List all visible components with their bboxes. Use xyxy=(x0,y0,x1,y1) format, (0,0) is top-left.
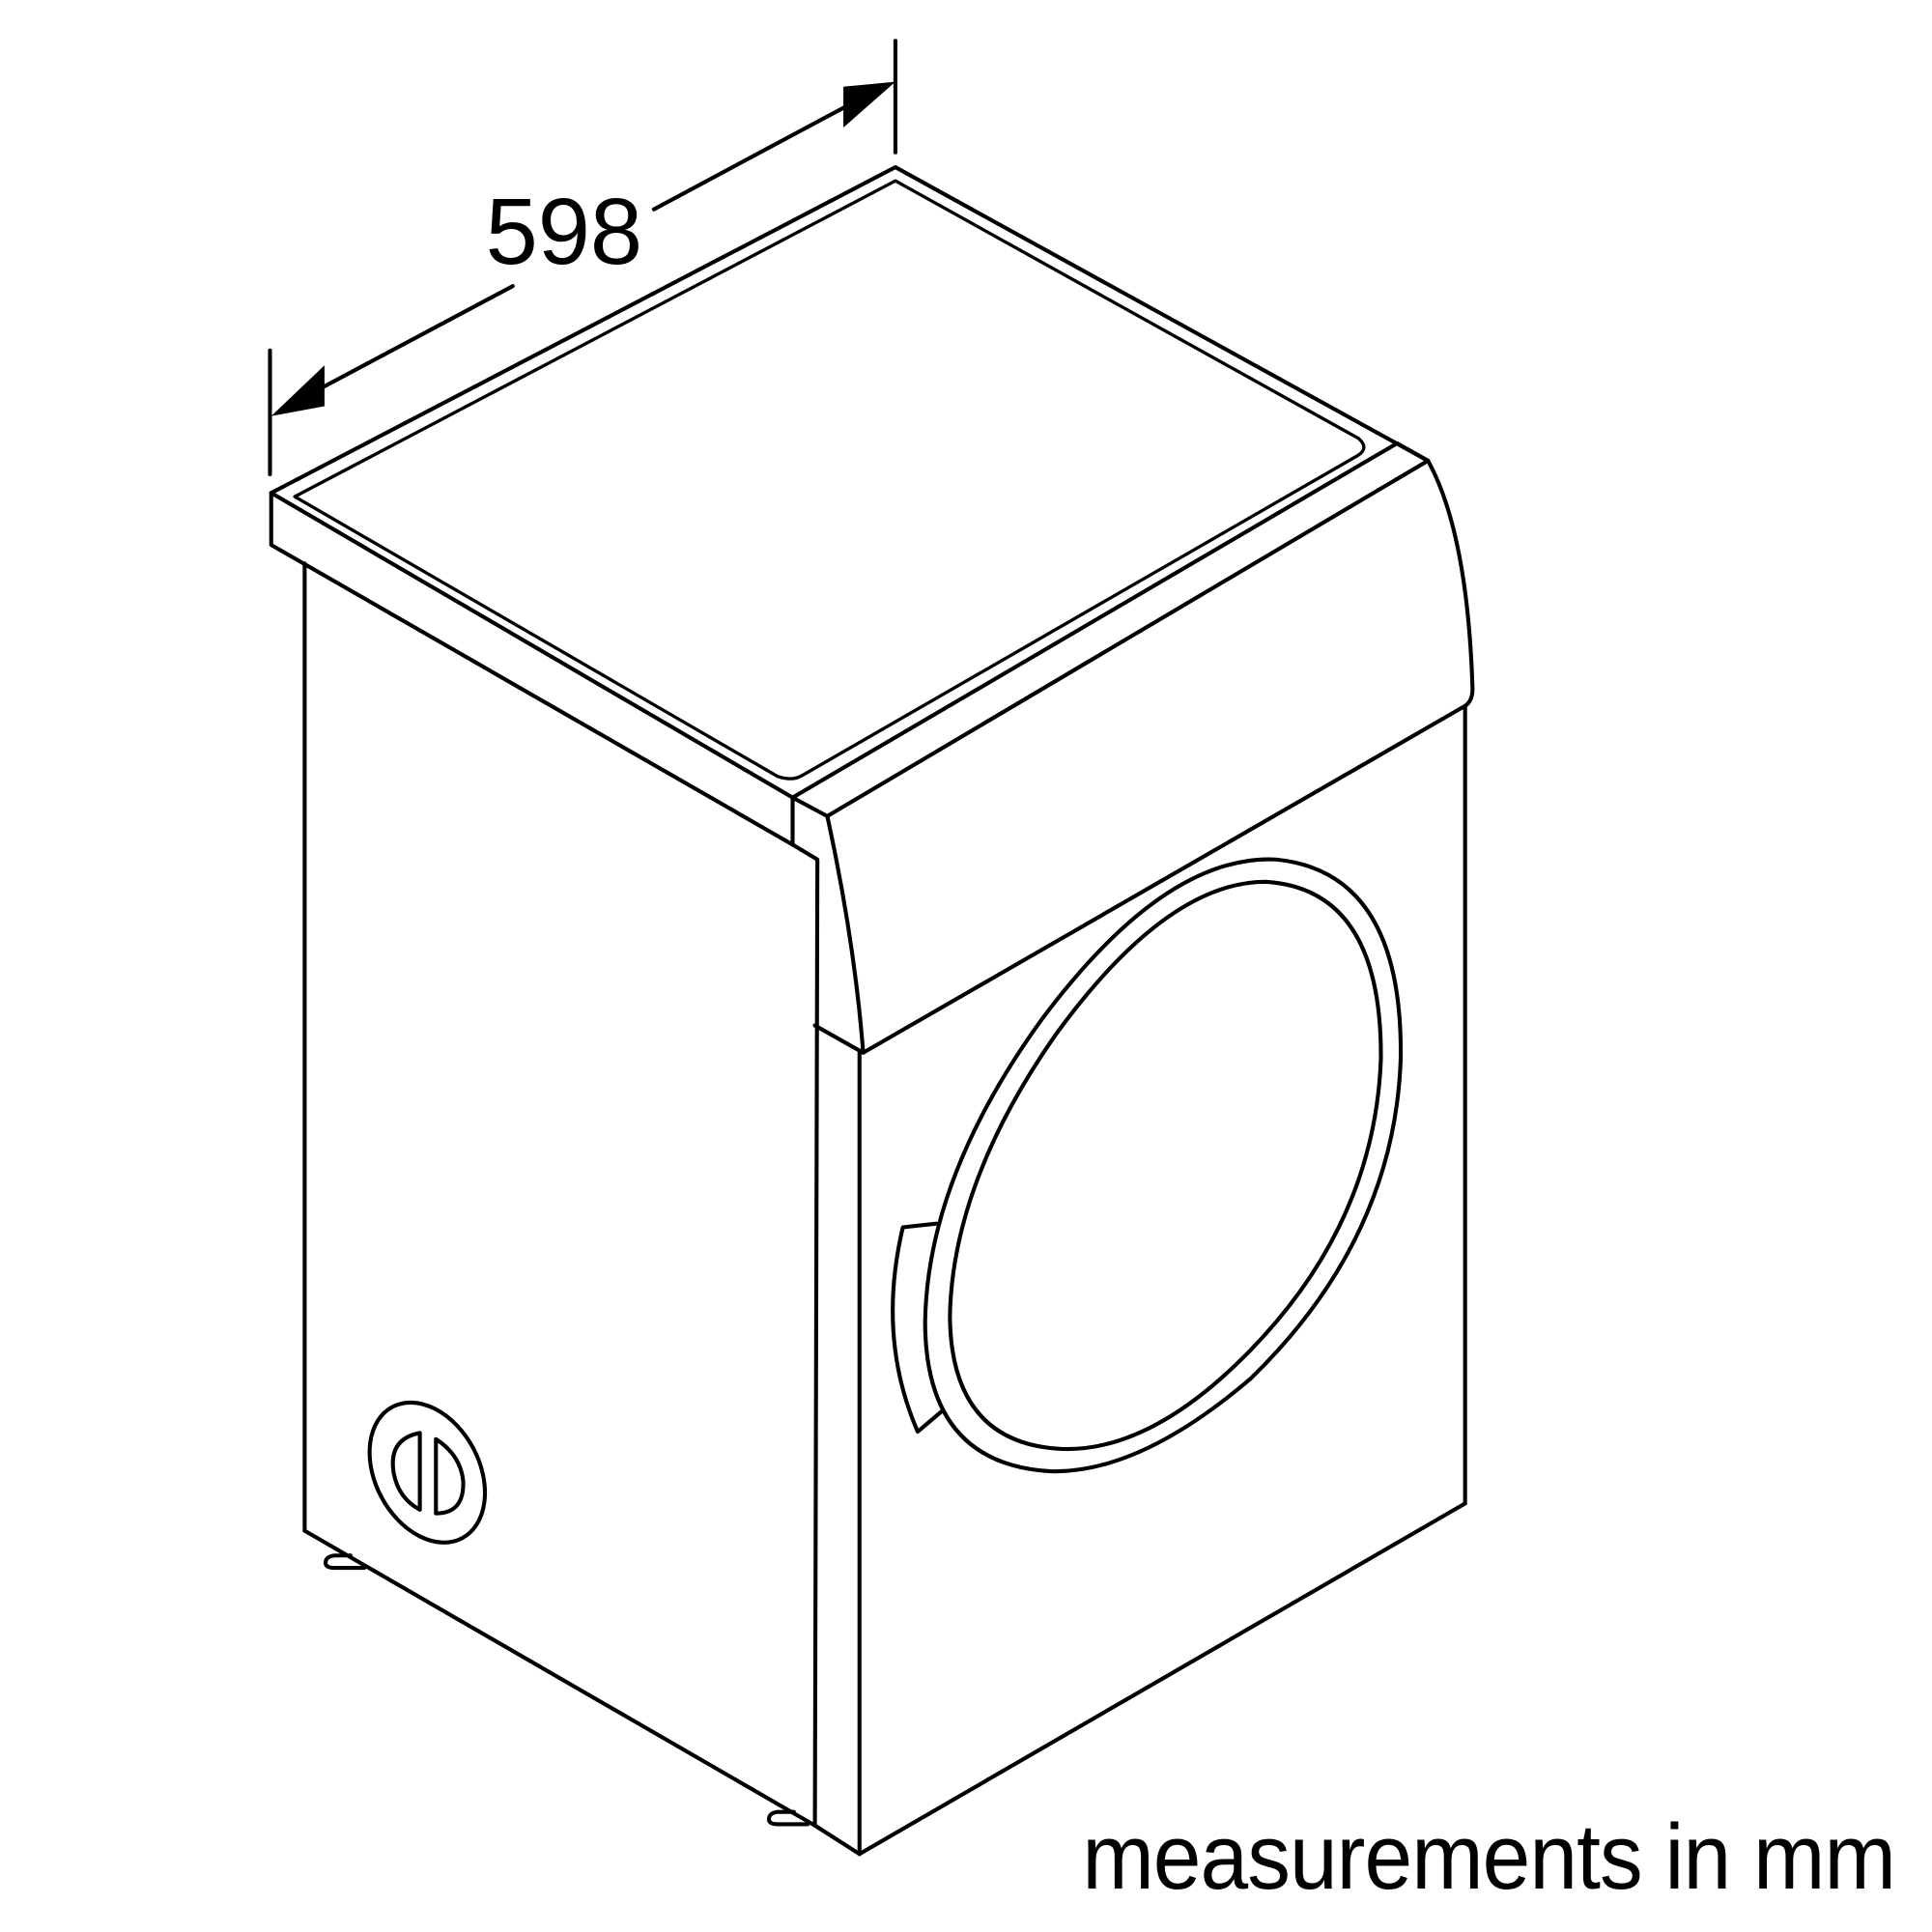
side-panel xyxy=(302,561,820,1828)
dimension-line-left xyxy=(320,284,515,390)
width-dimension: 598 xyxy=(268,39,897,477)
top-right-edge xyxy=(1395,440,1431,463)
arrowhead-left-icon xyxy=(270,365,325,416)
control-panel-bottom-left xyxy=(812,1023,866,1055)
top-front-edge-right xyxy=(790,440,1400,800)
rear-foot xyxy=(323,1553,366,1571)
door-porthole xyxy=(891,857,1404,1474)
side-top-edge xyxy=(790,842,820,1828)
control-panel xyxy=(812,458,1475,1055)
top-panel xyxy=(269,165,1431,847)
control-panel-right-curve xyxy=(1426,458,1475,708)
front-bottom-edge xyxy=(857,1501,1467,1857)
front-foot xyxy=(766,1809,810,1827)
front-panel xyxy=(812,703,1467,1857)
front-corner-bottom xyxy=(812,1823,862,1857)
door-handle xyxy=(891,1221,952,1435)
arrowhead-right-icon xyxy=(843,81,895,128)
top-recess xyxy=(293,179,1366,781)
top-outline xyxy=(269,165,1431,496)
top-front-edge-left xyxy=(269,491,795,800)
control-panel-left-curve xyxy=(825,813,866,1055)
top-lip-front xyxy=(825,458,1431,818)
top-lip-left xyxy=(269,491,795,847)
door-outer-ring xyxy=(923,857,1404,1474)
door-glass xyxy=(948,879,1383,1452)
measurements-caption: measurements in mm xyxy=(1082,1805,1896,1909)
top-lip-inner xyxy=(790,795,830,818)
dimension-line-right xyxy=(651,104,848,212)
side-bottom-edge xyxy=(302,1528,817,1828)
side-knob-icon xyxy=(367,1400,488,1545)
control-panel-bottom-edge xyxy=(861,703,1467,1055)
width-dimension-label: 598 xyxy=(486,179,643,284)
